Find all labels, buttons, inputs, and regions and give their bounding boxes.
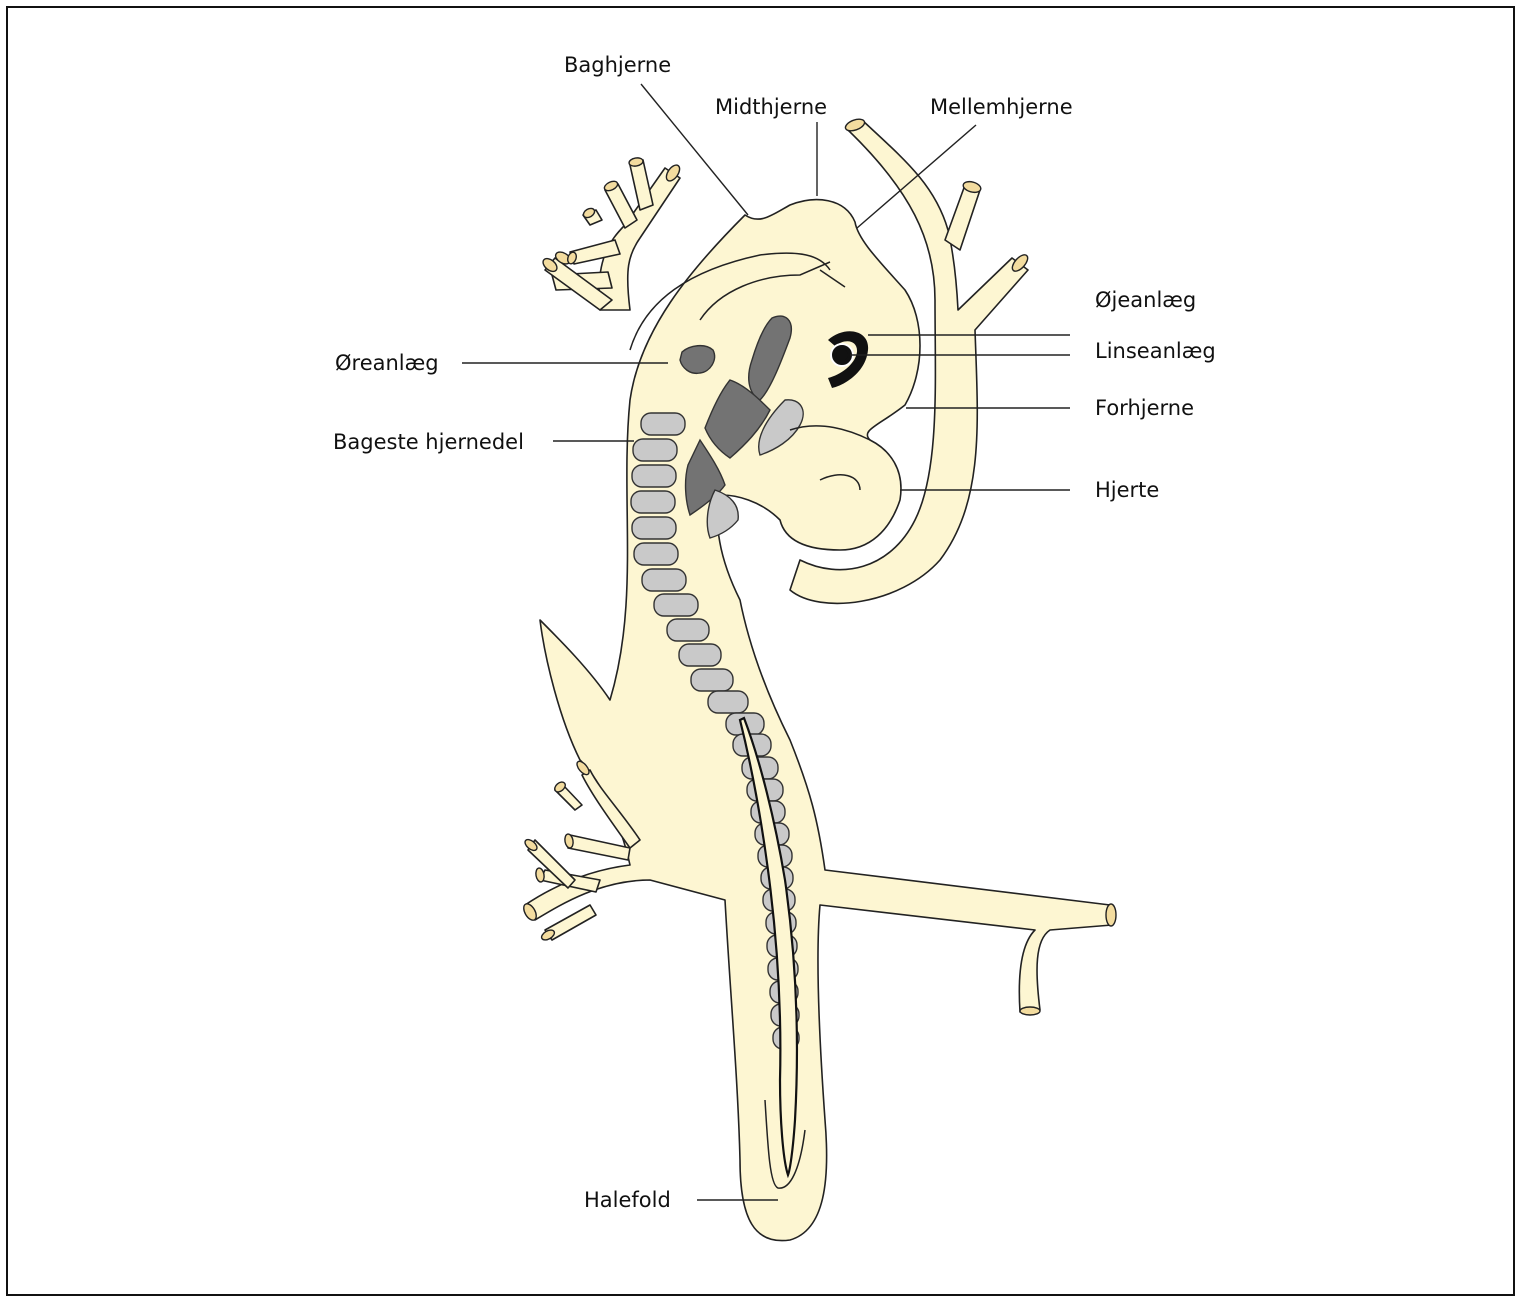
somite xyxy=(632,517,676,539)
label-hjerte: Hjerte xyxy=(1095,478,1159,502)
somite xyxy=(691,669,733,691)
label-mellemhjerne: Mellemhjerne xyxy=(930,95,1073,119)
somite xyxy=(642,569,686,591)
label-halefold: Halefold xyxy=(584,1188,671,1212)
somite xyxy=(633,439,677,461)
label-forhjerne: Forhjerne xyxy=(1095,396,1194,420)
somite xyxy=(631,491,675,513)
label-baghjerne: Baghjerne xyxy=(564,53,671,77)
somite xyxy=(641,413,685,435)
embryo-body xyxy=(525,200,1112,1241)
label-ojeanlaeg: Øjeanlæg xyxy=(1095,288,1196,312)
somite xyxy=(654,594,698,616)
somite xyxy=(708,691,748,713)
label-linseanlaeg: Linseanlæg xyxy=(1095,339,1216,363)
somite xyxy=(667,619,709,641)
label-midthjerne: Midthjerne xyxy=(715,95,827,119)
left-upper-vessel-tree xyxy=(541,157,683,310)
label-bageste-hjernedel: Bageste hjernedel xyxy=(333,430,524,454)
somite xyxy=(632,465,676,487)
somite xyxy=(634,543,678,565)
label-oreanlaeg: Øreanlæg xyxy=(335,351,439,375)
somite xyxy=(679,644,721,666)
ear-anlage xyxy=(680,346,715,374)
